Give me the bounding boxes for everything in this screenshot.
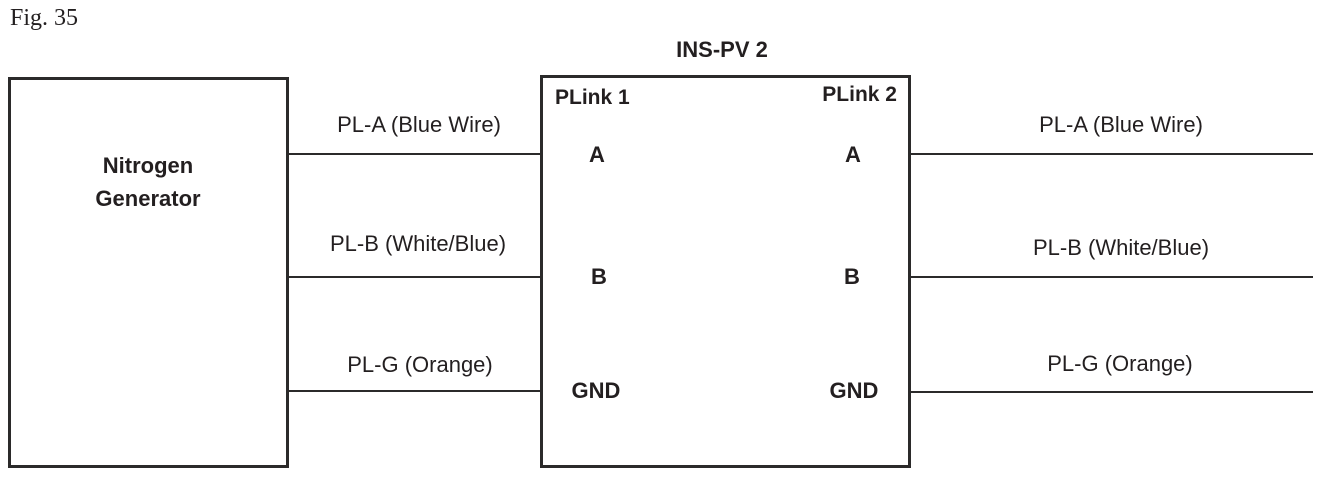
port-label-plink1: PLink 1 [555, 86, 630, 109]
terminal-a-plink1: A [589, 142, 605, 167]
wire-label-pl-g-right: PL-G (Orange) [1047, 351, 1193, 376]
nitrogen-generator-box [8, 77, 289, 468]
wire-pl-g-right [908, 391, 1313, 393]
wire-label-pl-g-left: PL-G (Orange) [347, 352, 493, 377]
wire-pl-a-left [288, 153, 541, 155]
device-title: INS-PV 2 [676, 37, 768, 62]
terminal-gnd-plink1: GND [571, 378, 621, 403]
device-box [540, 75, 911, 468]
port-label-plink2: PLink 2 [822, 83, 897, 106]
wire-pl-g-left [288, 390, 541, 392]
wire-label-pl-b-left: PL-B (White/Blue) [329, 231, 507, 256]
wire-label-pl-b-right: PL-B (White/Blue) [1032, 235, 1210, 260]
terminal-a-plink2: A [845, 142, 861, 167]
nitrogen-generator-label: Nitrogen Generator [95, 153, 201, 211]
wire-label-pl-a-left: PL-A (Blue Wire) [337, 112, 501, 137]
wire-pl-a-right [908, 153, 1313, 155]
figure-label: Fig. 35 [10, 5, 79, 31]
terminal-b-plink2: B [844, 264, 860, 289]
wire-label-pl-a-right: PL-A (Blue Wire) [1039, 112, 1203, 137]
terminal-b-plink1: B [591, 264, 607, 289]
wire-pl-b-left [288, 276, 541, 278]
terminal-gnd-plink2: GND [829, 378, 879, 403]
wire-pl-b-right [908, 276, 1313, 278]
